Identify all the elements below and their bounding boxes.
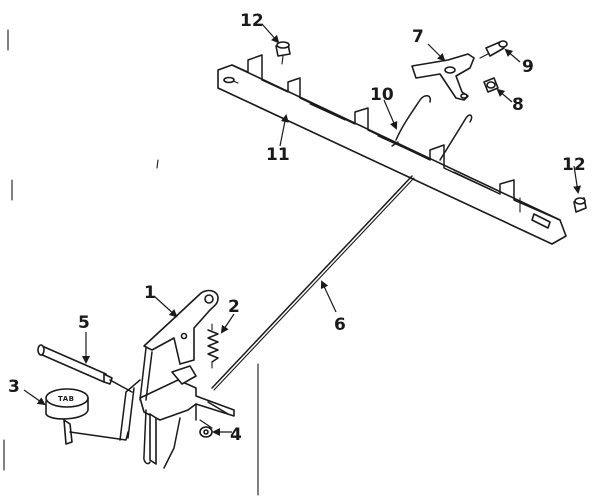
pin-5 — [37, 344, 133, 393]
callout-12-right: 12 — [562, 155, 586, 175]
callout-11: 11 — [266, 145, 290, 165]
link-rod-6 — [211, 175, 415, 391]
callout-1: 1 — [144, 283, 156, 303]
callout-12-left: 12 — [240, 11, 264, 31]
screw-12-right — [573, 197, 587, 213]
tab-lever-7 — [411, 53, 475, 101]
spring-hook-10 — [391, 95, 473, 161]
callout-7: 7 — [412, 27, 424, 47]
callout-labels: 1 2 3 4 5 6 7 8 9 10 11 12 12 — [8, 11, 586, 445]
bracket-assembly — [119, 347, 235, 469]
callout-10: 10 — [370, 85, 394, 105]
spring-2 — [207, 323, 219, 369]
callout-4: 4 — [230, 425, 242, 445]
callout-3: 3 — [8, 377, 20, 397]
washer-4 — [199, 419, 213, 438]
callout-9: 9 — [522, 57, 534, 77]
background-marks — [3, 29, 259, 496]
callout-8: 8 — [512, 95, 524, 115]
screw-12-left — [275, 41, 291, 65]
knob-label: TAB — [58, 395, 74, 403]
callout-5: 5 — [78, 313, 90, 333]
callout-6: 6 — [334, 315, 346, 335]
screw-9 — [479, 40, 508, 59]
nut-8 — [483, 77, 499, 93]
tab-rack-bar — [217, 54, 567, 245]
lever-arm-1 — [143, 289, 219, 365]
callout-2: 2 — [228, 297, 240, 317]
tab-key-knob-3: TAB — [45, 388, 129, 445]
leader-lines — [23, 23, 582, 436]
